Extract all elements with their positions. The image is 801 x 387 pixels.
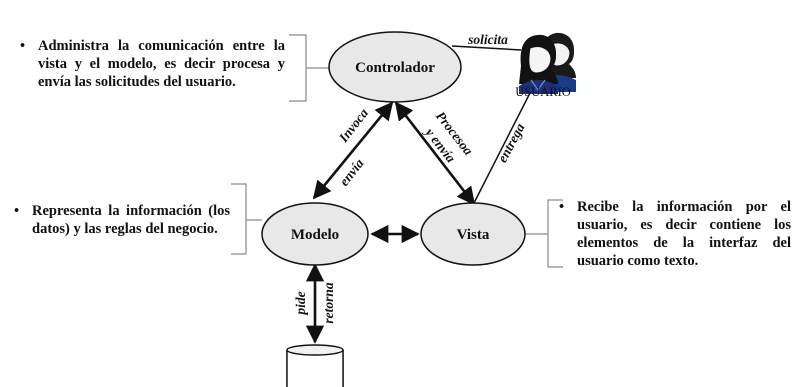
view-note-bullet: • [559, 199, 565, 215]
edge-label-retorna: retorna [321, 282, 336, 324]
edge-label-invoca: Invoca [335, 105, 371, 145]
view-label: Vista [457, 227, 490, 243]
edge-label-envia-left: envía [336, 156, 366, 189]
controller-note-bracket [289, 34, 330, 102]
edge-label-solicita: solicita [467, 32, 508, 47]
view-note: • Recibe la información por el usuario, … [559, 198, 791, 270]
model-note-text: Representa la información (los datos) y … [32, 203, 230, 237]
user-pair-icon [519, 32, 576, 94]
model-note-bullet: • [14, 203, 20, 219]
view-user-edge [473, 92, 531, 204]
view-note-bracket [525, 199, 563, 268]
user-label: USUARIO [515, 85, 571, 99]
controller-view-edge [394, 101, 476, 206]
controller-model-edge [312, 101, 394, 200]
controller-note-text: Administra la comunicación entre la vist… [38, 38, 285, 90]
controller-user-edge [451, 45, 522, 51]
model-note: • Representa la información (los datos) … [14, 202, 230, 238]
edge-label-entrega: entrega [495, 121, 528, 165]
view-node [420, 202, 526, 266]
controller-note-bullet: • [20, 38, 26, 54]
model-node [261, 202, 369, 266]
controller-note: • Administra la comunicación entre la vi… [20, 37, 285, 91]
view-note-text: Recibe la información por el usuario, es… [577, 199, 791, 269]
database-cylinder-icon [286, 344, 344, 387]
model-note-bracket [231, 183, 262, 255]
edge-label-pide: pide [293, 291, 308, 315]
controller-node [328, 31, 462, 103]
controller-label: Controlador [355, 60, 435, 76]
model-label: Modelo [291, 227, 339, 243]
